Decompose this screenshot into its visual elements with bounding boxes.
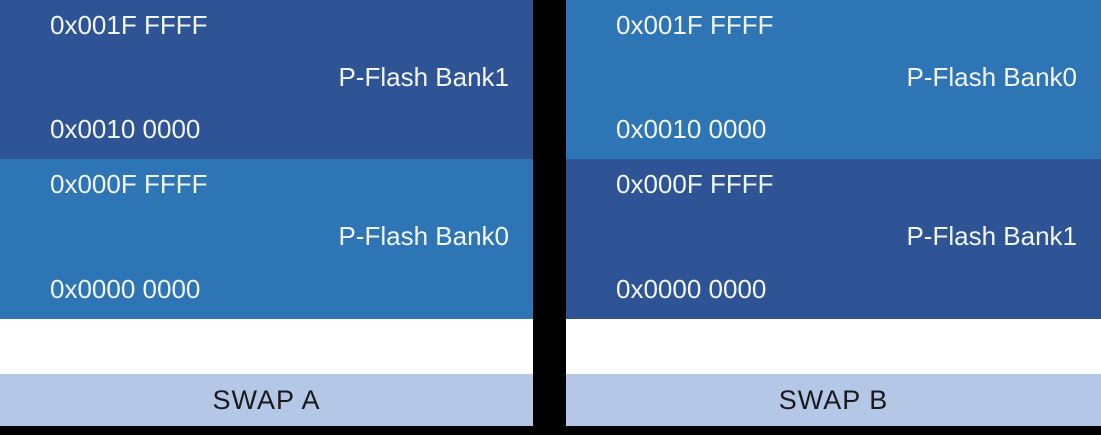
block-top-address: 0x000F FFFF — [50, 169, 208, 199]
bank-label: P-Flash Bank0 — [338, 221, 509, 252]
block-bottom-address: 0x0000 0000 — [50, 273, 201, 304]
block-top-address: 0x000F FFFF — [616, 169, 774, 199]
spacer-band — [566, 319, 1101, 374]
memory-map-swap-a: 0x001F FFFF P-Flash Bank1 0x0010 0000 0x… — [0, 0, 533, 426]
block-top-address: 0x001F FFFF — [50, 10, 208, 40]
bank-label: P-Flash Bank1 — [906, 221, 1077, 252]
swap-bar-label: SWAP A — [212, 384, 321, 415]
bank-label: P-Flash Bank1 — [338, 61, 509, 92]
swap-bar: SWAP A — [0, 374, 533, 426]
flash-bank-block: 0x000F FFFF P-Flash Bank1 0x0000 0000 — [566, 159, 1101, 319]
swap-bar-label: SWAP B — [778, 384, 889, 415]
swap-bar: SWAP B — [566, 374, 1101, 426]
block-bottom-address: 0x0000 0000 — [616, 273, 767, 304]
spacer-band — [0, 319, 533, 374]
flash-bank-block: 0x001F FFFF P-Flash Bank0 0x0010 0000 — [566, 0, 1101, 159]
flash-bank-block: 0x001F FFFF P-Flash Bank1 0x0010 0000 — [0, 0, 533, 159]
block-bottom-address: 0x0010 0000 — [50, 113, 201, 144]
memory-map-swap-b: 0x001F FFFF P-Flash Bank0 0x0010 0000 0x… — [566, 0, 1101, 426]
block-bottom-address: 0x0010 0000 — [616, 113, 767, 144]
block-top-address: 0x001F FFFF — [616, 10, 774, 40]
flash-bank-block: 0x000F FFFF P-Flash Bank0 0x0000 0000 — [0, 159, 533, 319]
bank-label: P-Flash Bank0 — [906, 61, 1077, 92]
